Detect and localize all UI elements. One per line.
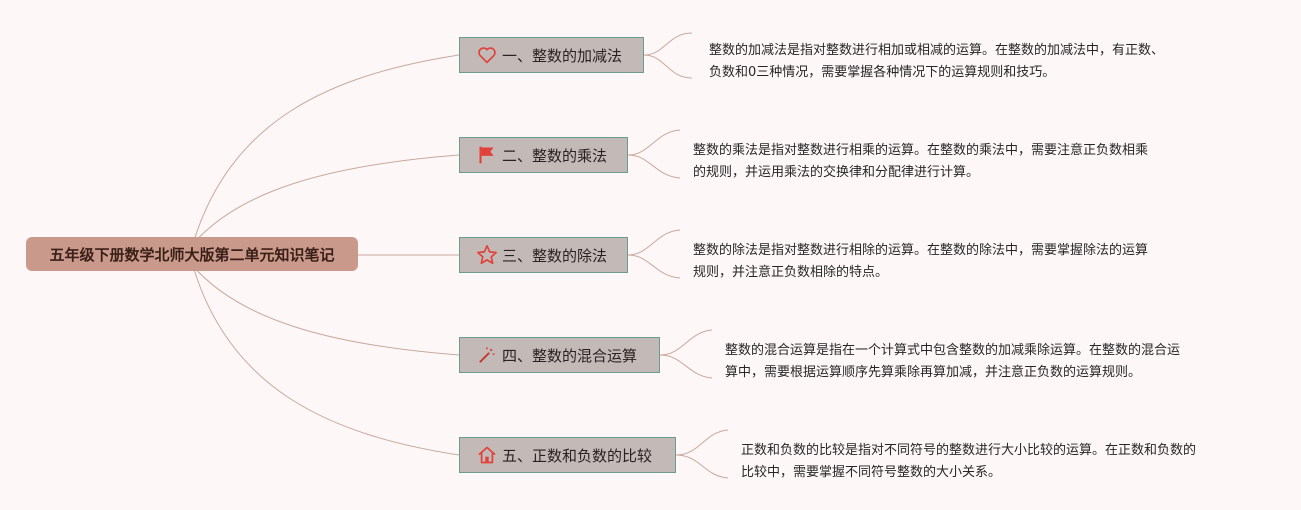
topic-note-2: 整数的乘法是指对整数进行相乘的运算。在整数的乘法中，需要注意正负数相乘 的规则，… — [693, 140, 1148, 184]
topic-node-5[interactable]: 五、正数和负数的比较 — [459, 437, 676, 473]
connector-topic-2-note — [627, 129, 681, 156]
topic-label: 一、整数的加减法 — [502, 46, 623, 65]
topic-note-5: 正数和负数的比较是指对不同符号的整数进行大小比较的运算。在正数和负数的 比较中，… — [741, 440, 1196, 484]
note-line: 规则，并注意正负数相除的特点。 — [693, 265, 889, 280]
connector-topic-4-note — [659, 329, 713, 356]
connector-root-topic-2 — [192, 154, 460, 245]
topic-label: 五、正数和负数的比较 — [502, 446, 653, 465]
connector-topic-1-note-b — [643, 54, 693, 79]
topic-label: 四、整数的混合运算 — [502, 346, 638, 365]
connector-topic-2-note-b — [627, 154, 681, 179]
connector-topic-4-note-b — [659, 354, 713, 379]
topic-note-3: 整数的除法是指对整数进行相除的运算。在整数的除法中，需要掌握除法的运算 规则，并… — [693, 240, 1148, 284]
note-line: 的规则，并运用乘法的交换律和分配律进行计算。 — [693, 165, 980, 180]
connector-topic-3-note — [627, 229, 681, 256]
topic-note-4: 整数的混合运算是指在一个计算式中包含整数的加减乘除运算。在整数的混合运 算中，需… — [725, 340, 1180, 384]
note-line: 负数和0三种情况，需要掌握各种情况下的运算规则和技巧。 — [709, 65, 1056, 80]
note-line: 比较中，需要掌握不同符号整数的大小关系。 — [741, 465, 1002, 480]
topic-note-1: 整数的加减法是指对整数进行相加或相减的运算。在整数的加减法中，有正数、 负数和0… — [709, 40, 1164, 84]
note-line: 整数的混合运算是指在一个计算式中包含整数的加减乘除运算。在整数的混合运 — [725, 343, 1181, 358]
flag-icon — [476, 144, 498, 166]
connector-topic-5-note — [675, 429, 729, 456]
connector-topic-5-note-b — [675, 454, 729, 479]
topic-node-1[interactable]: 一、整数的加减法 — [459, 37, 644, 73]
topic-node-2[interactable]: 二、整数的乘法 — [459, 137, 628, 173]
note-line: 整数的乘法是指对整数进行相乘的运算。在整数的乘法中，需要注意正负数相乘 — [693, 143, 1149, 158]
topic-node-3[interactable]: 三、整数的除法 — [459, 237, 628, 273]
connector-topic-3-note-b — [627, 254, 681, 279]
root-node[interactable]: 五年级下册数学北师大版第二单元知识笔记 — [26, 237, 358, 271]
topic-label: 二、整数的乘法 — [502, 146, 608, 165]
topic-label: 三、整数的除法 — [502, 246, 608, 265]
note-line: 整数的加减法是指对整数进行相加或相减的运算。在整数的加减法中，有正数、 — [709, 43, 1165, 58]
connector-topic-1-note — [643, 32, 693, 56]
connector-root-topic-5 — [192, 265, 460, 456]
magic-wand-icon — [476, 344, 498, 366]
home-icon — [476, 444, 498, 466]
star-icon — [476, 244, 498, 266]
root-label: 五年级下册数学北师大版第二单元知识笔记 — [49, 245, 335, 264]
note-line: 算中，需要根据运算顺序先算乘除再算加减，并注意正负数的运算规则。 — [725, 365, 1142, 380]
note-line: 正数和负数的比较是指对不同符号的整数进行大小比较的运算。在正数和负数的 — [741, 443, 1197, 458]
connector-root-topic-4 — [192, 265, 460, 356]
topic-node-4[interactable]: 四、整数的混合运算 — [459, 337, 660, 373]
connector-root-topic-1 — [192, 54, 460, 245]
heart-icon — [476, 44, 498, 66]
note-line: 整数的除法是指对整数进行相除的运算。在整数的除法中，需要掌握除法的运算 — [693, 243, 1149, 258]
